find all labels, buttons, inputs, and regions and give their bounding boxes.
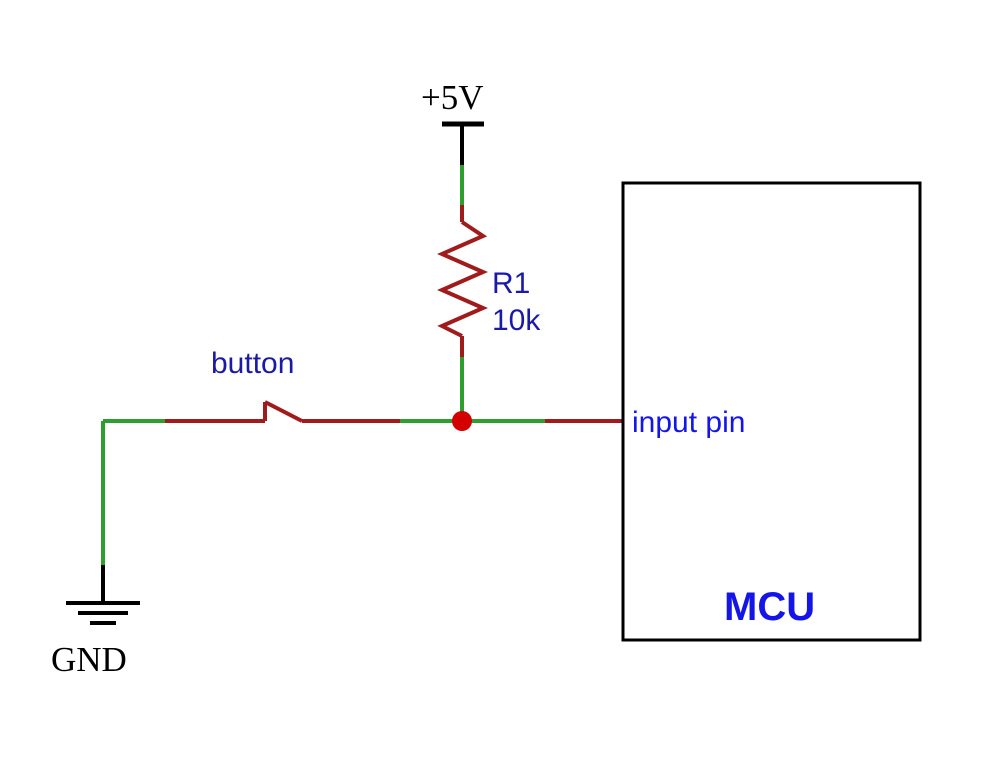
- push-button-switch: button: [165, 347, 400, 423]
- resistor-zigzag: [437, 220, 488, 338]
- junction-dot: [452, 411, 472, 431]
- ground-symbol: GND: [51, 565, 140, 679]
- supply-symbol: +5V: [421, 78, 484, 165]
- mcu-block: input pin MCU: [621, 181, 922, 642]
- supply-label: +5V: [421, 78, 484, 117]
- resistor-r1: R1 10k: [437, 205, 541, 357]
- mcu-pin-label: input pin: [632, 406, 745, 439]
- switch-contact: [264, 400, 303, 423]
- ground-label: GND: [51, 640, 127, 679]
- resistor-ref-label: R1: [492, 267, 530, 300]
- resistor-value-label: 10k: [492, 304, 541, 337]
- mcu-outline: [621, 181, 922, 642]
- mcu-label: MCU: [724, 585, 815, 629]
- switch-label: button: [211, 347, 294, 380]
